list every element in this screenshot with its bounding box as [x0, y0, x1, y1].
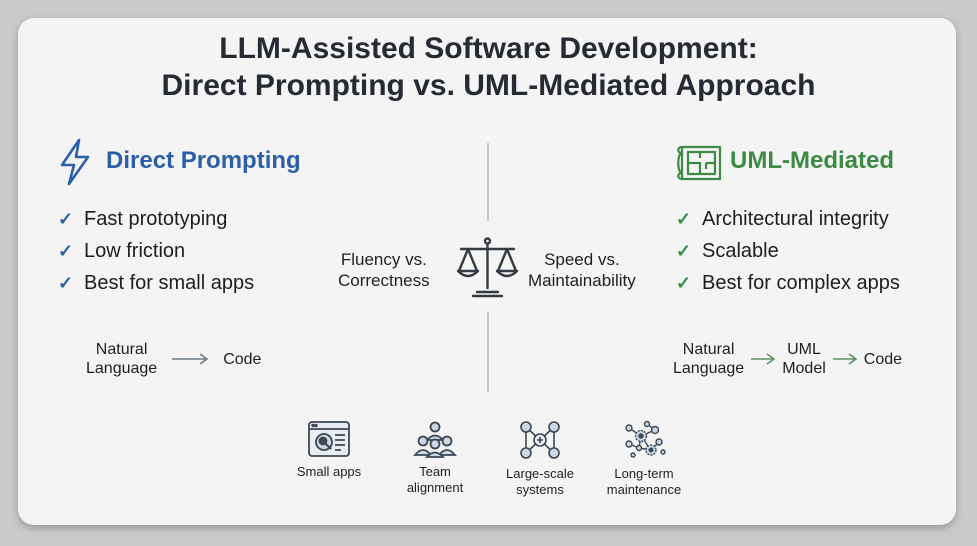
use-case-team-alignment: Team alignment	[380, 420, 490, 496]
list-item: ✓ Best for small apps	[58, 267, 254, 299]
list-item-label: Fast prototyping	[84, 208, 228, 230]
flow-node-natural-language: Natural Language	[86, 341, 158, 377]
use-case-label: Small apps	[296, 464, 362, 479]
checkmark-icon: ✓	[58, 209, 74, 229]
center-divider-top	[487, 143, 489, 221]
direct-prompting-heading: Direct Prompting	[106, 147, 301, 174]
arrow-right-icon	[832, 353, 858, 365]
checkmark-icon: ✓	[58, 241, 74, 261]
list-item-label: Architectural integrity	[702, 208, 889, 230]
lightning-bolt-icon	[60, 138, 90, 186]
list-item: ✓ Fast prototyping	[58, 203, 254, 235]
direct-prompting-flow: Natural Language Code	[86, 340, 261, 378]
list-item: ✓ Best for complex apps	[676, 267, 900, 299]
title-line-2: Direct Prompting vs. UML-Mediated Approa…	[161, 69, 816, 102]
title-line-1: LLM-Assisted Software Development:	[219, 32, 758, 65]
arrow-right-icon	[171, 353, 209, 365]
flow-node-natural-language: Natural Language	[673, 341, 745, 377]
checkmark-icon: ✓	[676, 209, 692, 229]
balance-scale-icon	[456, 237, 519, 298]
use-case-label: Long-term maintenance	[606, 466, 682, 497]
flow-node-code: Code	[863, 350, 903, 368]
speed-vs-maintainability-label: Speed vs. Maintainability	[528, 250, 636, 290]
gears-cluster-icon	[625, 420, 666, 458]
blueprint-icon	[677, 145, 722, 181]
flow-node-code: Code	[223, 350, 262, 368]
list-item: ✓ Scalable	[676, 235, 900, 267]
use-case-label: Large-scale systems	[506, 466, 574, 497]
use-case-large-scale-systems: Large-scale systems	[485, 420, 595, 498]
list-item-label: Best for complex apps	[702, 272, 900, 294]
fluency-vs-correctness-label: Fluency vs. Correctness	[338, 250, 430, 290]
list-item: ✓ Architectural integrity	[676, 203, 900, 235]
list-item-label: Best for small apps	[84, 272, 255, 294]
uml-mediated-heading: UML-Mediated	[730, 147, 894, 174]
list-item-label: Low friction	[84, 240, 186, 262]
small-app-window-icon	[308, 421, 350, 457]
list-item-label: Scalable	[702, 240, 779, 262]
uml-mediated-benefits: ✓ Architectural integrity ✓ Scalable ✓ Best…	[676, 203, 900, 299]
direct-prompting-benefits: ✓ Fast prototyping ✓ Low friction ✓ Best fo…	[58, 203, 254, 299]
network-nodes-icon	[520, 421, 560, 459]
use-case-label: Team alignment	[406, 464, 464, 495]
list-item: ✓ Low friction	[58, 235, 254, 267]
use-case-small-apps: Small apps	[274, 420, 384, 480]
team-icon	[413, 421, 457, 458]
use-case-long-term-maintenance: Long-term maintenance	[589, 420, 699, 498]
flow-node-uml-model: UML Model	[782, 341, 826, 377]
page-title: LLM-Assisted Software Development: Direc…	[0, 30, 977, 104]
center-divider-bottom	[487, 312, 489, 392]
checkmark-icon: ✓	[676, 273, 692, 293]
checkmark-icon: ✓	[676, 241, 692, 261]
arrow-right-icon	[750, 353, 776, 365]
checkmark-icon: ✓	[58, 273, 74, 293]
uml-mediated-flow: Natural Language UML Model Code	[673, 340, 902, 378]
